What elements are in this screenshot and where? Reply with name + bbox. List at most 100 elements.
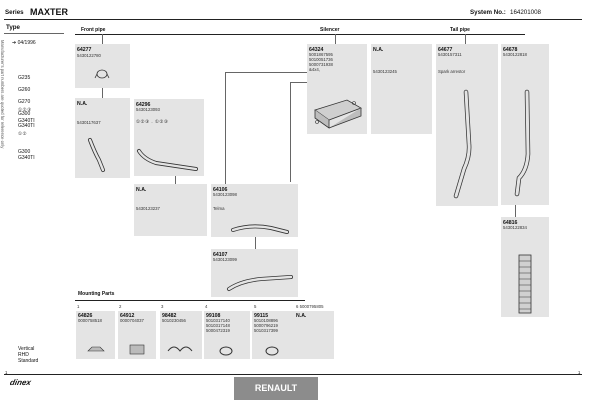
system-value: 164201008 [510,9,541,16]
model-item: G340TI [18,155,35,161]
part-note: Spark arrestor [438,69,466,74]
mount-card-98482[interactable]: 98482 5010230456 [160,311,202,359]
part-card-na-3[interactable]: N.A. 5430123245 [371,44,432,134]
part-ref: 5430157311 [438,52,462,57]
section-divider [75,34,525,35]
connector-line [175,176,176,184]
part-card-64816[interactable]: 64816 5430122834 [501,217,549,317]
page-number-right: 1 [578,370,581,375]
part-code: N.A. [136,187,147,193]
tailpipe-drawing [453,89,472,199]
part-refs: 5001867595 5010051736 5000731938 &4x4, [309,52,333,72]
part-card-64296[interactable]: 64296 5430123093 ①②③ . ①②③ [134,99,204,176]
footer-divider [4,374,582,375]
ring-clamp-drawing [265,346,279,356]
connector-line [290,82,310,83]
mount-num: 1 [77,304,80,309]
section-mounting-parts: Mounting Parts [78,291,115,297]
tailpipe-drawing [514,89,531,197]
part-code: N.A. [77,101,88,107]
arrow-right-icon: ➔ [12,40,17,46]
symbol-icons: ①②③ . ①②③ [136,119,169,124]
series-label: Series [5,9,24,16]
connector-line [255,237,256,249]
connector-line [335,34,336,44]
section-tail-pipe: Tail pipe [450,27,470,33]
part-code: 99115 [254,313,269,319]
part-card-64677[interactable]: 64677 5430157311 Spark arrestor [436,44,498,206]
connector-line [225,72,310,73]
pipe-drawing [88,138,105,172]
pipe-drawing [137,149,198,171]
part-note: Telma [213,206,225,211]
part-card-na-1[interactable]: N.A. 5430117637 [75,98,130,178]
side-disclaimer: Manufacturer's part numbers are quoted f… [0,40,5,149]
connector-line [102,34,103,44]
part-ref: 5430123099 [213,257,237,262]
part-refs: 5010108896 5000796219 5010317399 [254,318,278,333]
mount-num: 3 [161,304,164,309]
part-refs: 5010230456 [162,318,186,323]
mount-card-99115[interactable]: 99115 5010108896 5000796219 5010317399 [252,311,294,359]
connector-line [465,34,466,44]
part-code: N.A. [373,47,384,53]
mount-num: 4 [205,304,208,309]
mount-card-99108[interactable]: 99108 5010317140 5010317148 5000472319 [204,311,250,359]
part-code: 64296 [136,102,151,108]
config-item: RHD [18,352,29,358]
silencer-drawing [314,99,362,129]
mount-card-na[interactable]: N.A. [294,311,334,359]
connector-line [515,205,516,217]
part-card-64324[interactable]: 64324 5001867595 5010051736 5000731938 &… [307,44,367,134]
model-item: G260 [18,87,31,93]
config-list: Vertical RHD Standard [18,346,38,364]
part-code: 99108 [206,313,221,319]
type-underline [4,33,64,34]
section-front-pipe: Front pipe [81,27,106,33]
mount-card-64826[interactable]: 64826 0000758518 [76,311,115,359]
models-group-1: G235 G260 G270 G300 G340TI [18,69,35,135]
part-code: 98482 [162,313,177,319]
config-item: Standard [18,358,39,364]
page-number-left: 1 [5,370,8,375]
part-refs: 0000758518 [78,318,102,323]
mount-num: 2 [119,304,122,309]
symbol-icons-1: ①②③ [18,107,32,112]
dinex-logo: dinex [9,378,32,387]
model-item: G300 [18,149,31,155]
mount-num-header: 6 5000795805 [296,304,324,309]
pipe-drawing [231,224,289,234]
bracket-drawing [129,344,145,355]
part-card-64678[interactable]: 64678 5430122818 [501,44,549,205]
part-ref: 5430122818 [503,52,527,57]
part-card-64277[interactable]: 64277 5430122780 [75,44,130,88]
clamp-drawing [94,69,110,79]
brand-name: RENAULT [254,383,298,393]
spark-arrestor-drawing [518,254,532,314]
ring-clamp-drawing [219,346,233,356]
header-divider [4,19,582,20]
mount-card-64912[interactable]: 64912 0000704037 [118,311,156,359]
clamp-drawing [167,346,193,352]
part-code: 64912 [120,313,135,319]
part-refs: 0000704037 [120,318,144,323]
mounting-divider [75,300,305,301]
type-label: Type [6,24,20,31]
part-code: 64826 [78,313,93,319]
part-card-64106[interactable]: 64106 5430123098 Telma [211,184,298,237]
series-value: MAXTER [30,7,68,17]
date-row: ➔ 04/1996 [12,40,36,46]
brand-bar: RENAULT [234,377,318,400]
part-ref: 5430123098 [213,192,237,197]
part-code: 64816 [503,220,518,226]
part-code: 64107 [213,252,228,258]
config-item: Vertical [18,346,35,352]
model-item: G340TI [18,118,35,124]
part-card-na-2[interactable]: N.A. 5430123237 [134,184,207,236]
model-item: G340TI [18,123,35,129]
model-item: G270 [18,99,31,105]
part-card-64107[interactable]: 64107 5430123099 [211,249,298,297]
part-code: N.A. [296,313,307,319]
part-ref: 5430122834 [503,225,527,230]
part-ref: 5430117637 [77,120,101,125]
